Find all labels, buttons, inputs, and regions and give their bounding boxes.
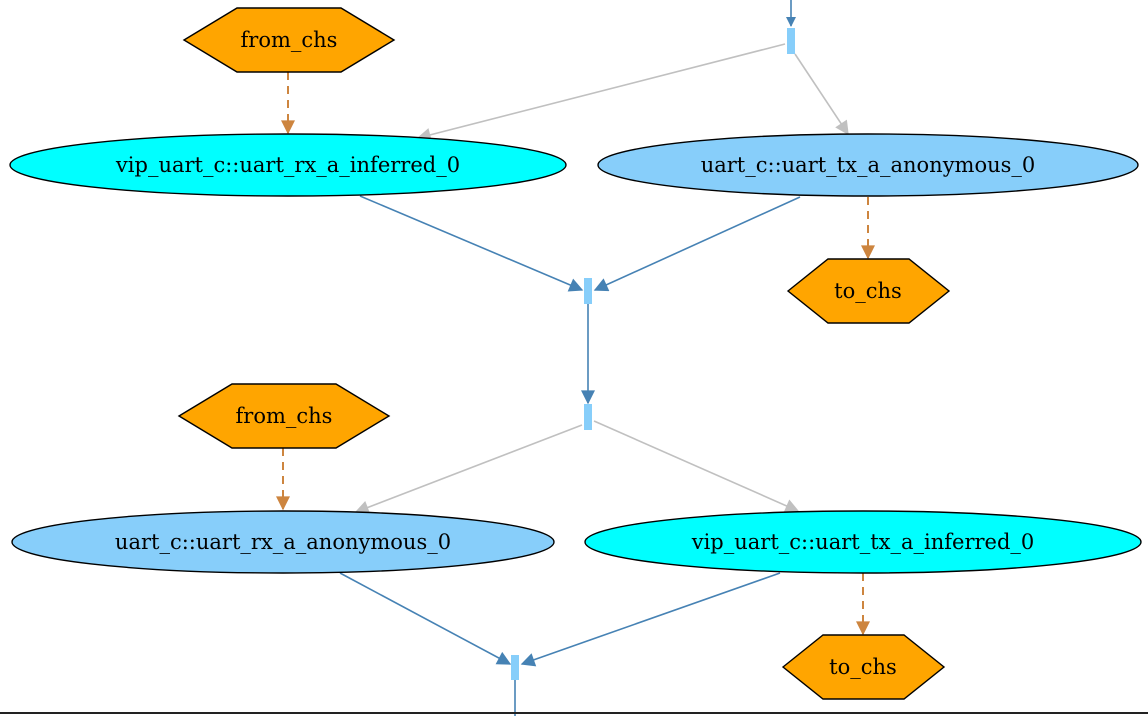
rx-inferred-label: vip_uart_c::uart_rx_a_inferred_0 xyxy=(115,153,460,177)
tx-anonymous-ellipse[interactable]: uart_c::uart_tx_a_anonymous_0 xyxy=(597,133,1139,197)
tx-inferred-ellipse[interactable]: vip_uart_c::uart_tx_a_inferred_0 xyxy=(584,510,1142,574)
edge-fork-to-tx-anonymous xyxy=(794,53,849,136)
tx-inferred-label: vip_uart_c::uart_tx_a_inferred_0 xyxy=(691,530,1035,554)
edge-fork-to-rx-anonymous xyxy=(354,424,583,515)
edge-rx-inferred-to-join xyxy=(359,195,584,292)
edge-rx-anonymous-to-join xyxy=(339,572,512,665)
from-chs-label: from_chs xyxy=(241,28,338,52)
from-chs-label: from_chs xyxy=(236,404,333,428)
edge-tx-anonymous-to-join xyxy=(593,196,801,292)
to-chs-hexagon[interactable]: to_chs xyxy=(786,258,951,324)
rx-anonymous-label: uart_c::uart_rx_a_anonymous_0 xyxy=(115,530,451,554)
bottom-divider xyxy=(0,712,1148,714)
rx-inferred-ellipse[interactable]: vip_uart_c::uart_rx_a_inferred_0 xyxy=(9,133,567,197)
junction-fork-1 xyxy=(787,28,795,54)
edge-fork-to-tx-inferred xyxy=(593,420,800,513)
edge-tx-inferred-to-join xyxy=(520,572,781,667)
junction-fork-2 xyxy=(584,404,592,430)
rx-anonymous-ellipse[interactable]: uart_c::uart_rx_a_anonymous_0 xyxy=(11,510,555,574)
edge-fork-to-rx-inferred xyxy=(416,43,786,142)
to-chs-label: to_chs xyxy=(829,655,897,679)
to-chs-label: to_chs xyxy=(834,279,902,303)
from-chs-hexagon[interactable]: from_chs xyxy=(182,7,396,73)
from-chs-hexagon[interactable]: from_chs xyxy=(177,383,391,449)
tx-anonymous-label: uart_c::uart_tx_a_anonymous_0 xyxy=(701,153,1036,177)
to-chs-hexagon[interactable]: to_chs xyxy=(781,634,946,700)
junction-join-2 xyxy=(511,655,519,680)
junction-join-1 xyxy=(584,278,592,304)
